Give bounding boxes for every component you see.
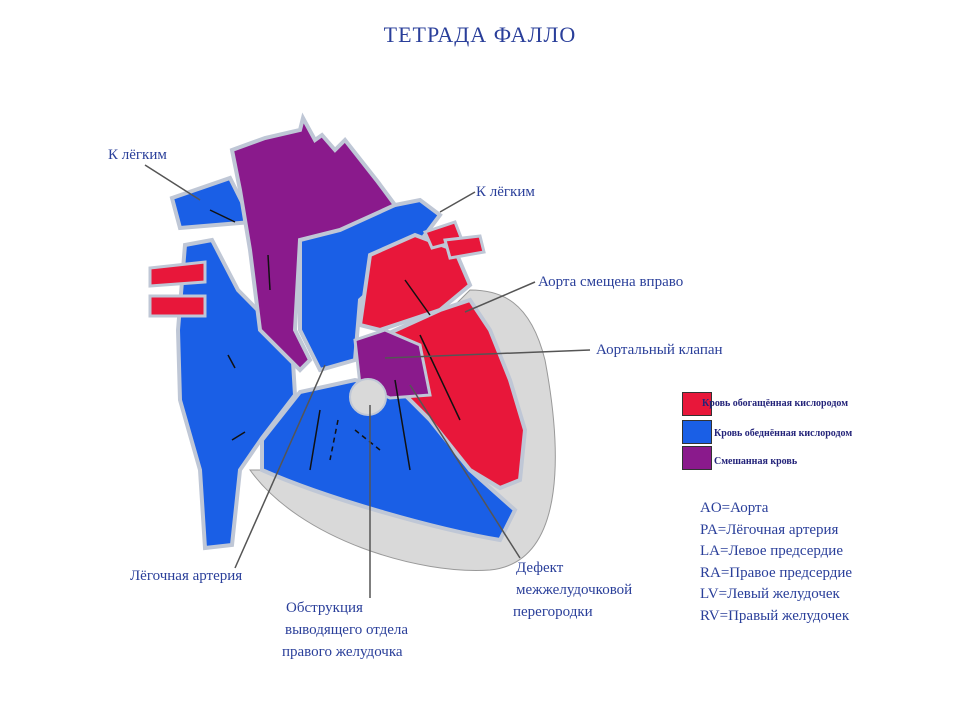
label-vsd-line2: межжелудочковой <box>516 582 633 598</box>
abbreviation-ra: RA=Правое предсердие <box>700 564 853 581</box>
pulmonary-vein-left-bottom <box>148 294 207 318</box>
label-pulmonary-artery: Лёгочная артерия <box>130 568 243 584</box>
abbreviation-la: LA=Левое предсердие <box>700 543 843 559</box>
abbreviation-rv: RV=Правый желудочек <box>700 607 850 624</box>
legend-text-mixed: Смешанная кровь <box>714 456 798 467</box>
pulmonary-vein-left-top <box>148 260 207 288</box>
label-obstruction-line2: выводящего отдела <box>285 622 409 638</box>
label-obstruction-line3: правого желудочка <box>282 644 403 660</box>
legend-text-oxygenated: Кровь обогащённая кислородом <box>702 398 849 409</box>
septal-defect-opening <box>349 378 387 416</box>
legend-text-deoxygenated: Кровь обеднённая кислородом <box>714 428 853 439</box>
abbreviation-ao: AO=Аорта <box>700 500 769 516</box>
abbreviation-pa: PA=Лёгочная артерия <box>700 521 839 538</box>
pulmonary-vein-right-bottom <box>443 234 486 260</box>
label-to-lungs-left: К лёгким <box>108 147 167 163</box>
label-aortic-valve: Аортальный клапан <box>596 342 723 358</box>
right-atrium <box>175 237 298 551</box>
label-vsd-line1: Дефект <box>516 560 564 576</box>
legend-swatch-deoxygenated <box>682 420 712 444</box>
abbreviation-lv: LV=Левый желудочек <box>700 586 840 602</box>
legend-swatch-mixed <box>682 446 712 470</box>
label-obstruction-line1: Обструкция <box>286 600 363 616</box>
leader-lines <box>144 164 591 598</box>
label-vsd-line3: перегородки <box>513 604 593 620</box>
aorta <box>229 112 399 373</box>
label-to-lungs-right: К лёгким <box>476 184 535 200</box>
abbreviations-list: AO=Аорта PA=Лёгочная артерия LA=Левое пр… <box>700 498 852 627</box>
legend-swatch-oxygenated <box>682 392 712 416</box>
label-aorta-shifted: Аорта смещена вправо <box>538 274 684 290</box>
flow-arrows <box>209 209 461 471</box>
diagram-title: ТЕТРАДА ФАЛЛО <box>383 22 577 47</box>
